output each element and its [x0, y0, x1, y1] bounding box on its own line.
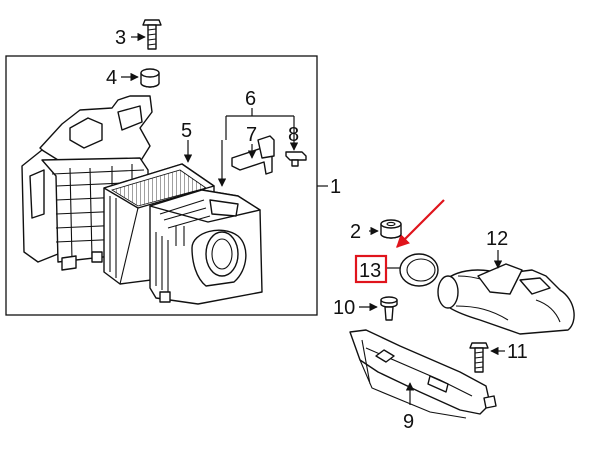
- callout-3: 3: [115, 27, 126, 49]
- grommet-part-4: [140, 68, 160, 88]
- grommet-part-2: [380, 219, 402, 239]
- callout-9: 9: [403, 411, 414, 433]
- seal-ring-part-13: [399, 253, 439, 287]
- air-duct-part-9: [349, 329, 497, 419]
- callout-13: 13: [359, 260, 381, 282]
- callout-8: 8: [288, 124, 299, 146]
- leader-6: [226, 108, 294, 117]
- highlight-arrow: [396, 199, 445, 248]
- bolt-part-11: [469, 342, 489, 373]
- clip-part-8: [285, 151, 307, 167]
- callout-4: 4: [106, 67, 117, 89]
- clip-part-10: [380, 296, 398, 321]
- callout-11: 11: [507, 341, 528, 363]
- callout-10: 10: [333, 297, 355, 319]
- callout-6: 6: [245, 88, 256, 110]
- intake-hose-part-12: [437, 263, 575, 335]
- callout-2: 2: [350, 221, 361, 243]
- callout-12: 12: [486, 228, 508, 250]
- callout-5: 5: [181, 120, 192, 142]
- part-13-highlight-box: [354, 254, 388, 284]
- air-cleaner-cover: [149, 189, 263, 305]
- bracket-part-7: [231, 135, 275, 175]
- callout-1: 1: [330, 176, 341, 198]
- callout-7: 7: [246, 124, 257, 146]
- bolt-part-3: [142, 19, 162, 50]
